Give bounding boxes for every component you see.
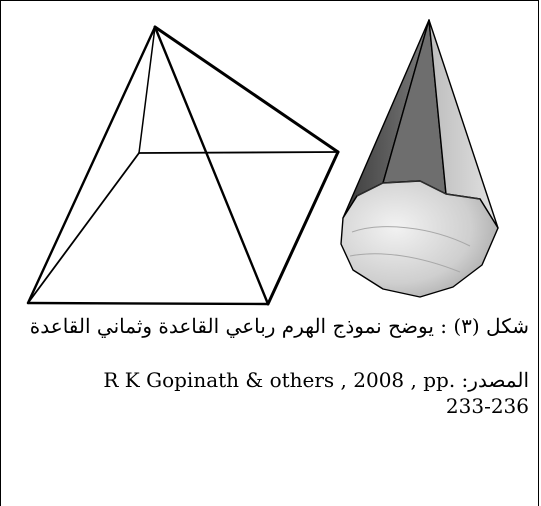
pyramid-front-edge: [153, 25, 270, 306]
pyramid-hidden-edge: [138, 26, 156, 154]
source-citation: R K Gopinath & others , 2008 , pp.: [103, 368, 456, 392]
pyramid-left-base-edge: [27, 152, 140, 304]
pyramid-front-base-edge: [26, 301, 270, 306]
figure-caption: شكل (٣) : يوضح نموذج الهرم رباعي القاعدة…: [29, 314, 529, 338]
octagonal-base-shading: [349, 226, 471, 273]
source-label: المصدر:: [461, 368, 529, 392]
pyramid-left-edge: [26, 25, 157, 305]
pyramid-right-base-edge: [266, 150, 340, 306]
square-pyramid: [26, 25, 340, 306]
figure-source: المصدر: R K Gopinath & others , 2008 , p…: [10, 367, 529, 419]
octagonal-base-rim: [356, 180, 481, 200]
source-line-1: المصدر: R K Gopinath & others , 2008 , p…: [10, 367, 529, 393]
pyramid-right-edge: [153, 25, 340, 154]
source-pages: 233-236: [445, 394, 529, 418]
octagonal-pyramid: [340, 19, 499, 298]
pyramids-figure: [26, 19, 499, 306]
pyramid-back-base-edge: [138, 151, 339, 154]
